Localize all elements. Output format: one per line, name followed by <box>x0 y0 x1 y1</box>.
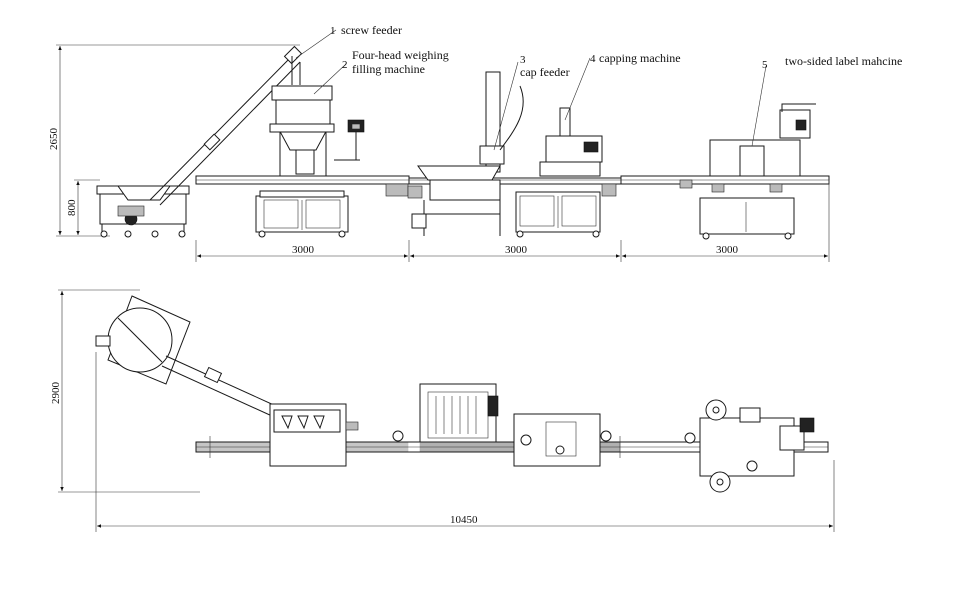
front-view: 2650 800 <box>48 23 902 262</box>
screw-feeder-tube <box>149 45 303 206</box>
callout-4-number: 4 <box>590 53 596 65</box>
labeling-machine <box>699 103 816 240</box>
front-callouts <box>295 29 767 151</box>
callout-3-number: 3 <box>520 54 526 66</box>
total-length-dimension <box>95 352 835 532</box>
top-capping <box>513 413 612 467</box>
top-screw-arm <box>161 355 277 417</box>
top-height-dimension: 2900 <box>50 289 200 493</box>
cap-feeder-machine <box>411 71 524 236</box>
callout-4-label: capping machine <box>599 51 681 65</box>
total-length-label: 10450 <box>450 514 478 526</box>
callout-3-label: cap feeder <box>520 65 570 79</box>
section-2-length: 3000 <box>505 244 528 256</box>
callout-1-label: screw feeder <box>341 23 402 37</box>
top-view: 2900 <box>50 289 835 532</box>
front-length-dimensions <box>195 180 830 262</box>
height-800-label: 800 <box>66 199 78 216</box>
section-1-length: 3000 <box>292 244 315 256</box>
callout-5-label: two-sided label mahcine <box>785 54 902 68</box>
front-conveyor <box>195 175 830 199</box>
section-3-length: 3000 <box>716 244 739 256</box>
callout-2-label-line1: Four-head weighing <box>352 48 449 62</box>
screw-feeder-base <box>96 185 190 238</box>
callout-1-number: 1 <box>330 25 336 37</box>
height-2650-label: 2650 <box>48 128 60 151</box>
callout-2-label-line2: filling machine <box>352 62 425 76</box>
front-height-dimension: 2650 800 <box>48 44 300 237</box>
height-2900-label: 2900 <box>50 382 62 405</box>
top-cap-feeder <box>392 383 499 443</box>
callout-5-number: 5 <box>762 59 768 71</box>
callout-2-number: 2 <box>342 59 348 71</box>
capping-machine <box>515 107 603 238</box>
top-weighing <box>269 403 359 467</box>
weighing-filling-machine <box>255 85 365 238</box>
top-hopper <box>95 295 191 385</box>
top-labeler <box>684 399 815 493</box>
